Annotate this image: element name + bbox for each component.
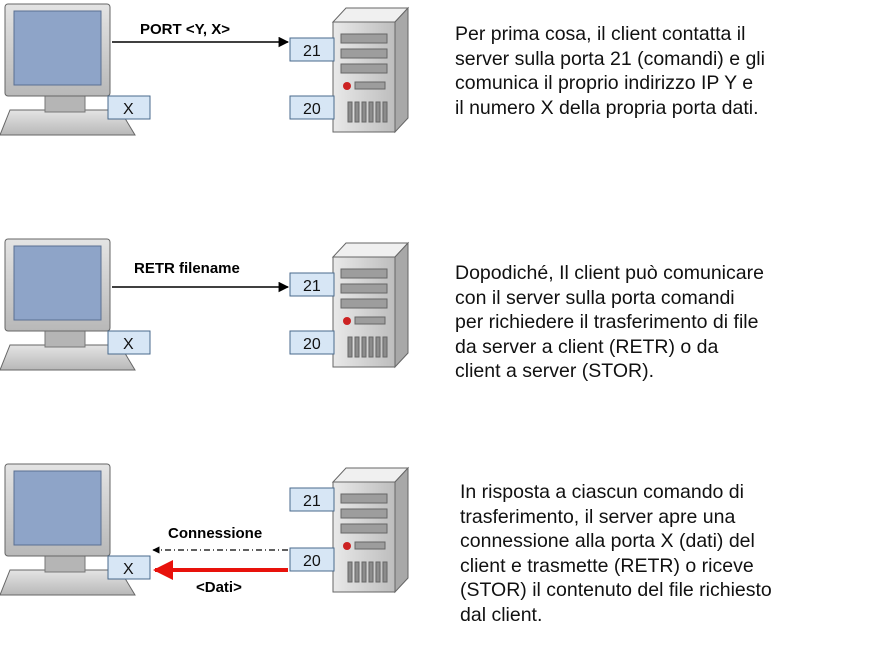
data-label: <Dati>	[196, 579, 242, 596]
client-port-box	[107, 95, 151, 120]
server-port-20-label: 20	[303, 553, 321, 570]
client-port-label: X	[123, 336, 134, 353]
server-port-21-label: 21	[303, 493, 321, 510]
step-port: X 21 20 PORT <Y, X> Per prima cosa, il c…	[0, 0, 879, 170]
client-computer-icon	[0, 238, 136, 371]
server-port-21-box	[289, 272, 335, 297]
server-port-20-box	[289, 330, 335, 355]
server-port-20-label: 20	[303, 101, 321, 118]
step-description: Dopodiché, Il client può comunicare con …	[455, 262, 764, 382]
server-port-20-label: 20	[303, 336, 321, 353]
step-data-transfer: X 21 20 Connessione <Dati> In risposta a…	[0, 460, 879, 647]
client-port-box	[107, 330, 151, 355]
step-description: In risposta a ciascun comando di trasfer…	[460, 481, 772, 626]
server-icon	[331, 466, 410, 594]
server-icon	[331, 241, 410, 369]
command-label: RETR filename	[134, 260, 240, 277]
step-description: Per prima cosa, il client contatta il se…	[455, 23, 765, 119]
diagram-data-connection: X 21 20 Connessione <Dati>	[0, 463, 410, 596]
server-port-20-box	[289, 547, 335, 572]
connection-label: Connessione	[168, 525, 262, 542]
client-port-box	[107, 555, 151, 580]
command-label: PORT <Y, X>	[140, 21, 230, 38]
server-port-21-box	[289, 37, 335, 62]
step-retr: X 21 20 RETR filename Dopodiché, Il clie…	[0, 235, 879, 405]
diagram-port-command: X 21 20 PORT <Y, X>	[0, 3, 410, 136]
client-port-label: X	[123, 561, 134, 578]
server-icon	[331, 6, 410, 134]
server-port-21-label: 21	[303, 43, 321, 60]
server-port-21-label: 21	[303, 278, 321, 295]
diagram-retr-command: X 21 20 RETR filename	[0, 238, 410, 371]
client-computer-icon	[0, 3, 136, 136]
server-port-21-box	[289, 487, 335, 512]
client-port-label: X	[123, 101, 134, 118]
client-computer-icon	[0, 463, 136, 596]
server-port-20-box	[289, 95, 335, 120]
